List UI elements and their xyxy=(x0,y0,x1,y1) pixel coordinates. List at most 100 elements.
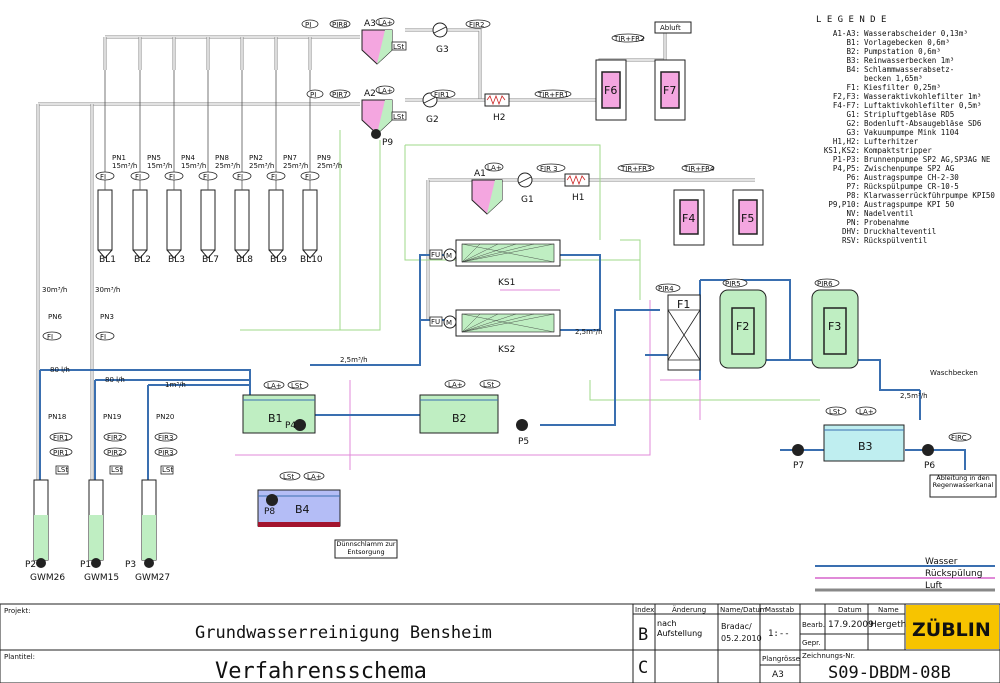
well-bl1-rate: 15m³/h xyxy=(112,162,137,170)
legend-description: Rückspülpumpe CR-10-5 xyxy=(864,182,959,191)
legend-description: Bodenluft-Absaugebläse SD6 xyxy=(864,119,982,128)
legend-description: Vakuumpumpe Mink 1104 xyxy=(864,128,959,137)
air-filter-f6: F6 xyxy=(595,59,627,121)
plangroesse-label: Plangrösse xyxy=(762,655,800,663)
legend-description: Zwischenpumpe SP2 AG xyxy=(864,164,955,173)
stripper-ks2: KS2 xyxy=(455,309,561,355)
svg-text:FIR2: FIR2 xyxy=(469,21,484,29)
col-index: Index xyxy=(635,606,654,614)
pump-p5-label: P5 xyxy=(518,437,529,447)
gw-pn-3: PN20 xyxy=(156,413,174,421)
legend-description: Brunnenpumpe SP2 AG,SP3AG NE xyxy=(864,155,991,164)
legend-key: DHV: xyxy=(842,227,860,236)
svg-text:LSt: LSt xyxy=(483,381,494,389)
air-filter-f6-label: F6 xyxy=(604,84,617,97)
well-bl1: BL1 FI PN1 15m³/h xyxy=(95,70,137,265)
svg-text:TIR+FR1: TIR+FR1 xyxy=(537,91,568,99)
svg-text:PN3: PN3 xyxy=(100,313,114,321)
svg-text:FI: FI xyxy=(305,173,311,181)
legend-description: Luftaktivkohlefilter 0,5m³ xyxy=(864,101,981,110)
well-bl10-rate: 25m³/h xyxy=(317,162,342,170)
well-bl8-label: BL8 xyxy=(236,255,253,265)
bearb-name: Hergeth xyxy=(870,620,906,630)
svg-text:TIR+FR2: TIR+FR2 xyxy=(613,35,644,43)
gw-pump-2-label: P1 xyxy=(80,560,91,570)
legend-description: Austragspumpe CH-2-30 xyxy=(864,173,959,182)
legend-key: NV: xyxy=(846,209,860,218)
masstab-value: 1:-- xyxy=(768,629,790,639)
zeichnungs-label: Zeichnungs-Nr. xyxy=(802,652,855,660)
flow-25c: 2,5m³/h xyxy=(575,328,603,336)
well-bl3-label: BL3 xyxy=(168,255,185,265)
svg-text:PIR6: PIR6 xyxy=(817,280,833,288)
svg-text:FI: FI xyxy=(203,173,209,181)
svg-text:FI: FI xyxy=(100,333,106,341)
blower-g1-label: G1 xyxy=(521,195,534,205)
basin-b3-label: B3 xyxy=(858,440,873,453)
svg-text:PIR7: PIR7 xyxy=(332,91,348,99)
separator-a3-label: A3 xyxy=(364,19,376,29)
gw-pump-3-label: P3 xyxy=(125,560,136,570)
legend-key: F4-F7: xyxy=(833,101,860,110)
svg-text:LSt: LSt xyxy=(393,43,404,51)
svg-text:LA+: LA+ xyxy=(448,381,463,389)
svg-text:FU: FU xyxy=(431,251,440,259)
svg-text:LSt: LSt xyxy=(291,382,302,390)
svg-text:FIR3: FIR3 xyxy=(158,434,173,442)
legend-key: P1-P3: xyxy=(833,155,860,164)
svg-text:PIR5: PIR5 xyxy=(725,280,741,288)
col-masstab: Masstab xyxy=(765,606,795,614)
blower-g3: G3 xyxy=(432,22,449,55)
legend-key: B4: xyxy=(846,65,860,74)
svg-text:FI: FI xyxy=(100,173,106,181)
legend-key: G3: xyxy=(846,128,860,137)
svg-text:PIR2: PIR2 xyxy=(107,449,123,457)
gw-well-3-label: GWM27 xyxy=(135,573,170,583)
svg-text:TIR+FR4: TIR+FR4 xyxy=(683,165,715,173)
abluft-label: Abluft xyxy=(660,24,681,32)
legend-description: Probenahme xyxy=(864,218,910,227)
legend-key: A1-A3: xyxy=(833,29,860,38)
well-bl9: BL9 FI PN7 25m³/h xyxy=(266,70,308,265)
water-filter-f2-label: F2 xyxy=(736,320,749,333)
flow-80a: 80 l/h xyxy=(50,366,70,374)
svg-text:FIRC: FIRC xyxy=(951,434,967,442)
pump-p8-label: P8 xyxy=(264,507,275,517)
legend-description: Kiesfilter 0,25m³ xyxy=(864,83,941,92)
plangroesse-value: A3 xyxy=(772,670,784,680)
project-name: Grundwasserreinigung Bensheim xyxy=(195,623,492,643)
legend-entries: A1-A3:Wasserabscheider 0,13m³B1:Vorlageb… xyxy=(824,29,996,245)
air-filter-f5-label: F5 xyxy=(741,212,754,225)
svg-text:LSt: LSt xyxy=(162,466,173,474)
legend-key: G2: xyxy=(846,119,860,128)
legend-key: F2,F3: xyxy=(833,92,860,101)
legend-line-label: Wasser xyxy=(925,557,958,567)
legend-key: P7: xyxy=(846,182,860,191)
water-filter-f3-label: F3 xyxy=(828,320,841,333)
svg-text:FU: FU xyxy=(431,318,440,326)
legend-line-label: Luft xyxy=(925,581,943,591)
groundwater-wells: P2 GWM26 PN18 FIR1 PIR1 LSt P1 GWM15 PN1… xyxy=(25,286,368,583)
air-filter-f4: F4 xyxy=(673,189,705,246)
well-bl9-rate: 25m³/h xyxy=(283,162,308,170)
well-bl3-pn: PN4 xyxy=(181,154,195,162)
gepr-label: Gepr. xyxy=(802,639,821,647)
well-bl2-pn: PN5 xyxy=(147,154,161,162)
svg-text:FI: FI xyxy=(169,173,175,181)
svg-text:M: M xyxy=(446,319,452,327)
col-aenderung: Änderung xyxy=(672,605,706,614)
well-bl1-pn: PN1 xyxy=(112,154,126,162)
separator-a1-label: A1 xyxy=(474,169,486,179)
svg-text:LSt: LSt xyxy=(829,408,840,416)
legend-description: Vorlagebecken 0,6m³ xyxy=(864,38,950,47)
legend-description: Lufterhitzer xyxy=(864,137,919,146)
col-name: Name xyxy=(878,606,899,614)
basin-b2-label: B2 xyxy=(452,412,467,425)
stripper-ks1: KS1 xyxy=(455,239,561,288)
stripper-ks2-label: KS2 xyxy=(498,345,515,355)
basin-b1-label: B1 xyxy=(268,412,283,425)
well-bl2-label: BL2 xyxy=(134,255,151,265)
waschbecken-label: Waschbecken xyxy=(930,369,978,377)
legend-key: B1: xyxy=(846,38,860,47)
